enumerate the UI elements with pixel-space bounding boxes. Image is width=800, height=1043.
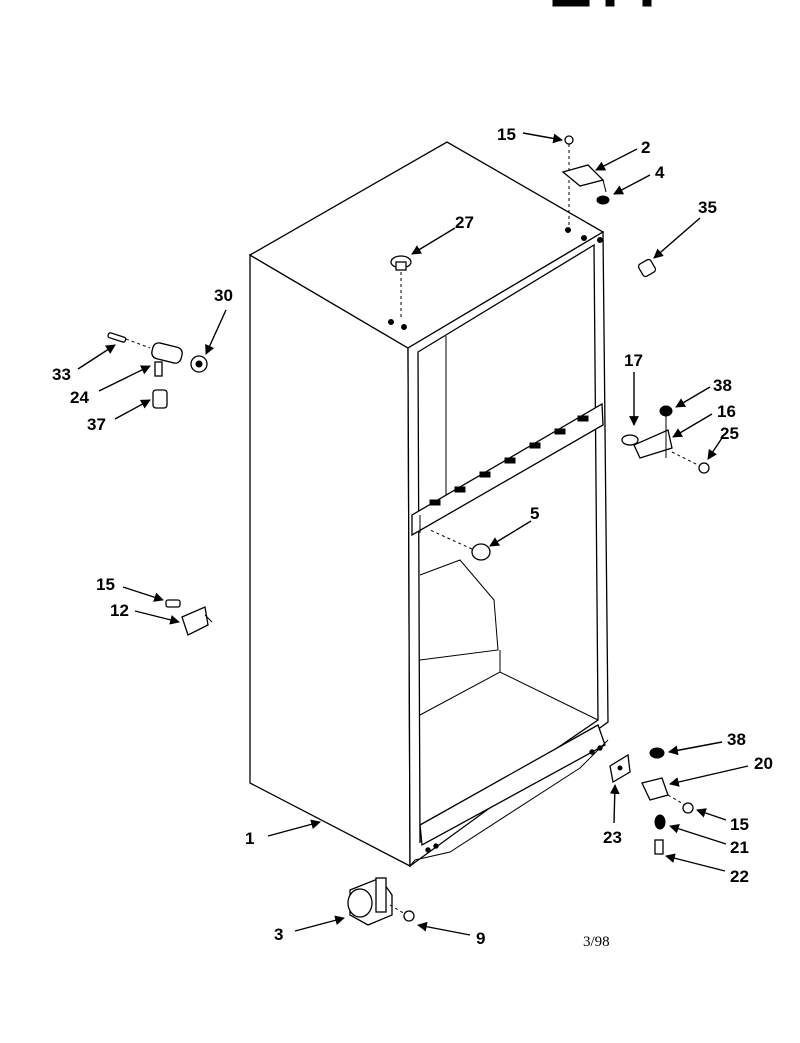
cabinet <box>248 141 609 868</box>
callout-15c: 15 <box>730 815 749 834</box>
callout-3: 3 <box>274 925 283 944</box>
callout-21: 21 <box>730 838 749 857</box>
callout-25: 25 <box>720 424 739 443</box>
callout-27: 27 <box>455 213 474 232</box>
callout-33: 33 <box>52 365 71 384</box>
callout-23: 23 <box>603 828 622 847</box>
top-hinge-screw <box>564 135 574 225</box>
cropped-header-mark <box>552 0 652 7</box>
callout-22: 22 <box>730 867 749 886</box>
center-hinge-group <box>621 405 710 474</box>
callout-37: 37 <box>87 415 106 434</box>
top-hinge <box>561 164 607 193</box>
callout-numbers: 1 2 3 4 5 9 12 15 15 15 16 17 20 21 22 2… <box>52 125 773 950</box>
callout-9: 9 <box>476 929 485 948</box>
callout-30: 30 <box>214 286 233 305</box>
left-bracket-group <box>165 599 213 636</box>
callout-12: 12 <box>110 601 129 620</box>
hinge-cover-plug <box>637 258 657 278</box>
bottom-bracket <box>609 753 631 784</box>
callout-24: 24 <box>70 388 89 407</box>
date-code: 3/98 <box>583 934 610 950</box>
callout-15a: 15 <box>497 125 516 144</box>
hinge-washer-top <box>596 195 610 205</box>
bottom-hinge-group <box>641 747 694 855</box>
callout-38b: 38 <box>727 730 746 749</box>
callout-1: 1 <box>245 829 254 848</box>
roller-assembly <box>347 877 415 926</box>
callout-17: 17 <box>624 351 643 370</box>
mullion-plug <box>429 529 491 561</box>
top-plug-button <box>390 255 412 318</box>
callout-2: 2 <box>641 138 650 157</box>
callout-35: 35 <box>698 198 717 217</box>
left-hinge-group <box>107 332 208 409</box>
callout-15b: 15 <box>96 575 115 594</box>
callout-16: 16 <box>717 402 736 421</box>
callout-38a: 38 <box>713 376 732 395</box>
callout-20: 20 <box>754 754 773 773</box>
callout-4: 4 <box>655 163 665 182</box>
callout-5: 5 <box>530 504 539 523</box>
leader-arrows <box>77 132 749 936</box>
